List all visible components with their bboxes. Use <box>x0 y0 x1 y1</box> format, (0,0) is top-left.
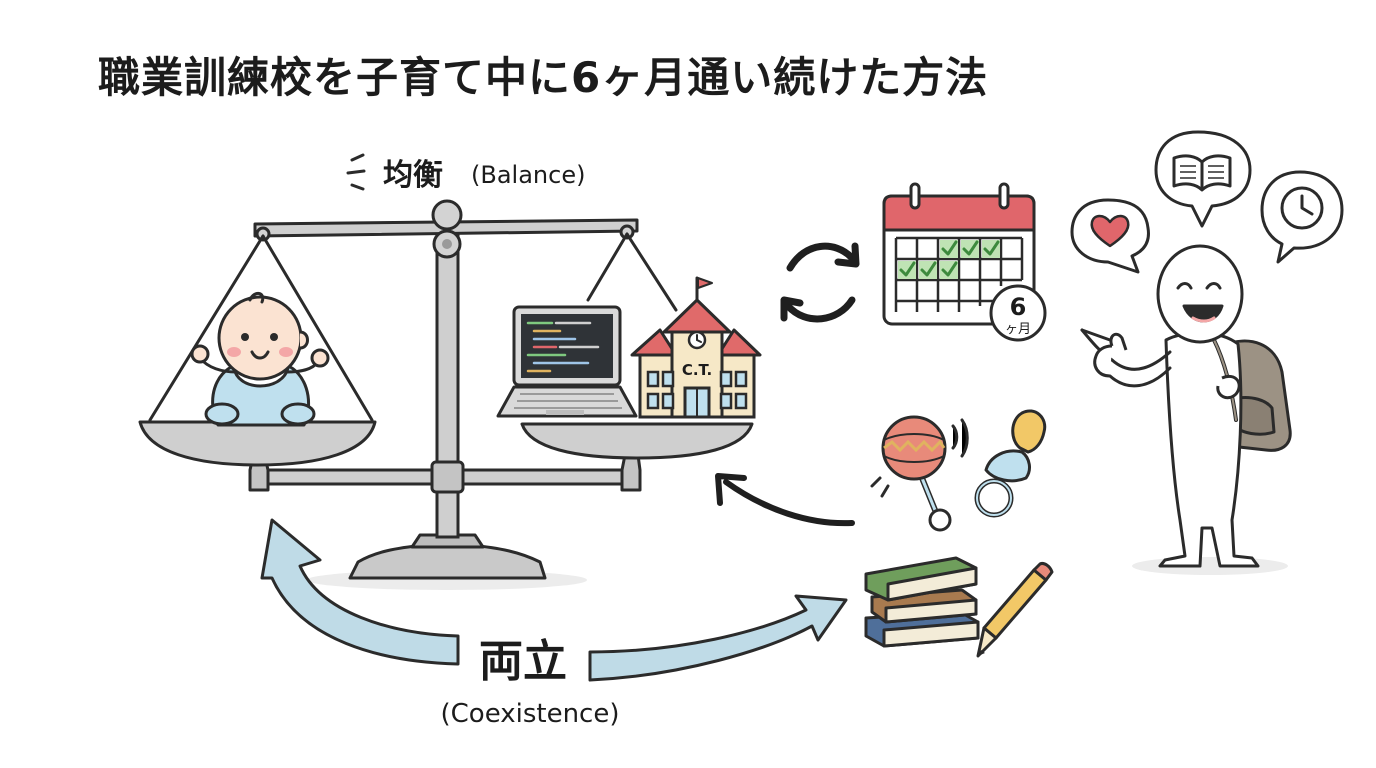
balance-scale-icon <box>138 199 754 590</box>
coexistence-label-en: (Coexistence) <box>440 699 619 729</box>
cycle-arrows-icon <box>780 242 860 323</box>
rattle-icon <box>870 415 969 532</box>
school-building-icon: C.T. <box>630 276 762 419</box>
book-bubble-icon <box>1154 130 1252 228</box>
pacifier-icon <box>974 409 1047 518</box>
coexistence-arrow-icon <box>260 518 848 682</box>
calendar-months-number: 6 <box>1010 293 1027 321</box>
curved-arrow-icon <box>715 473 855 527</box>
page-title: 職業訓練校を子育て中に6ヶ月通い続けた方法 <box>98 53 989 102</box>
coexistence-label: 両立 <box>479 636 567 687</box>
balance-label-en: (Balance) <box>471 161 585 189</box>
emphasis-marks-icon <box>346 153 366 191</box>
clock-bubble-icon <box>1260 170 1344 264</box>
calendar-months-unit: ヶ月 <box>1005 322 1031 337</box>
books-icon <box>864 556 980 648</box>
school-sign-label: C.T. <box>682 361 712 379</box>
person-icon <box>1080 244 1292 575</box>
laptop-icon <box>496 305 638 418</box>
balance-label: 均衡 <box>383 158 443 193</box>
pencil-icon <box>976 562 1054 658</box>
baby-icon <box>190 292 330 427</box>
calendar-icon: 6 ヶ月 <box>882 182 1047 342</box>
heart-bubble-icon <box>1070 198 1150 274</box>
balance-heading: 均衡 (Balance) <box>346 153 585 193</box>
